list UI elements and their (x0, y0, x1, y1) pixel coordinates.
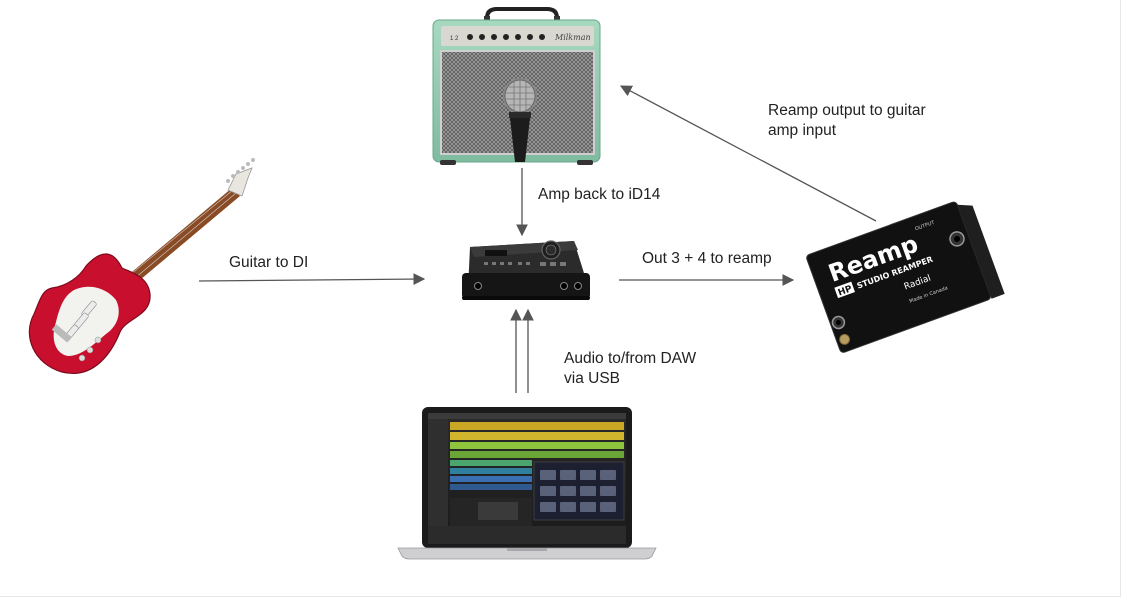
amp-brand-logo: Milkman (554, 33, 591, 42)
label-out-to-reamp: Out 3 + 4 to reamp (642, 250, 772, 267)
reamp-box: Reamp HP STUDIO REAMPER Radial Made in C… (806, 201, 1005, 353)
arrow-reamp-to-amp (619, 85, 877, 222)
label-amp-back-to-id14: Amp back to iD14 (538, 186, 661, 203)
laptop (397, 407, 657, 560)
label-reamp-output-line2: amp input (768, 122, 837, 139)
label-audio-daw-line1: Audio to/from DAW (564, 350, 697, 367)
electric-guitar (28, 158, 255, 374)
audio-interface (462, 240, 590, 300)
guitar-amp: 1 2 Milkman (432, 7, 601, 165)
svg-text:1 2: 1 2 (450, 36, 459, 42)
arrow-guitar-to-di (198, 273, 426, 285)
microphone (503, 78, 537, 162)
label-audio-daw-line2: via USB (564, 370, 620, 387)
reamp-badge: HP (837, 284, 854, 298)
label-guitar-to-di: Guitar to DI (229, 254, 309, 271)
label-reamp-output-line1: Reamp output to guitar (768, 102, 926, 119)
